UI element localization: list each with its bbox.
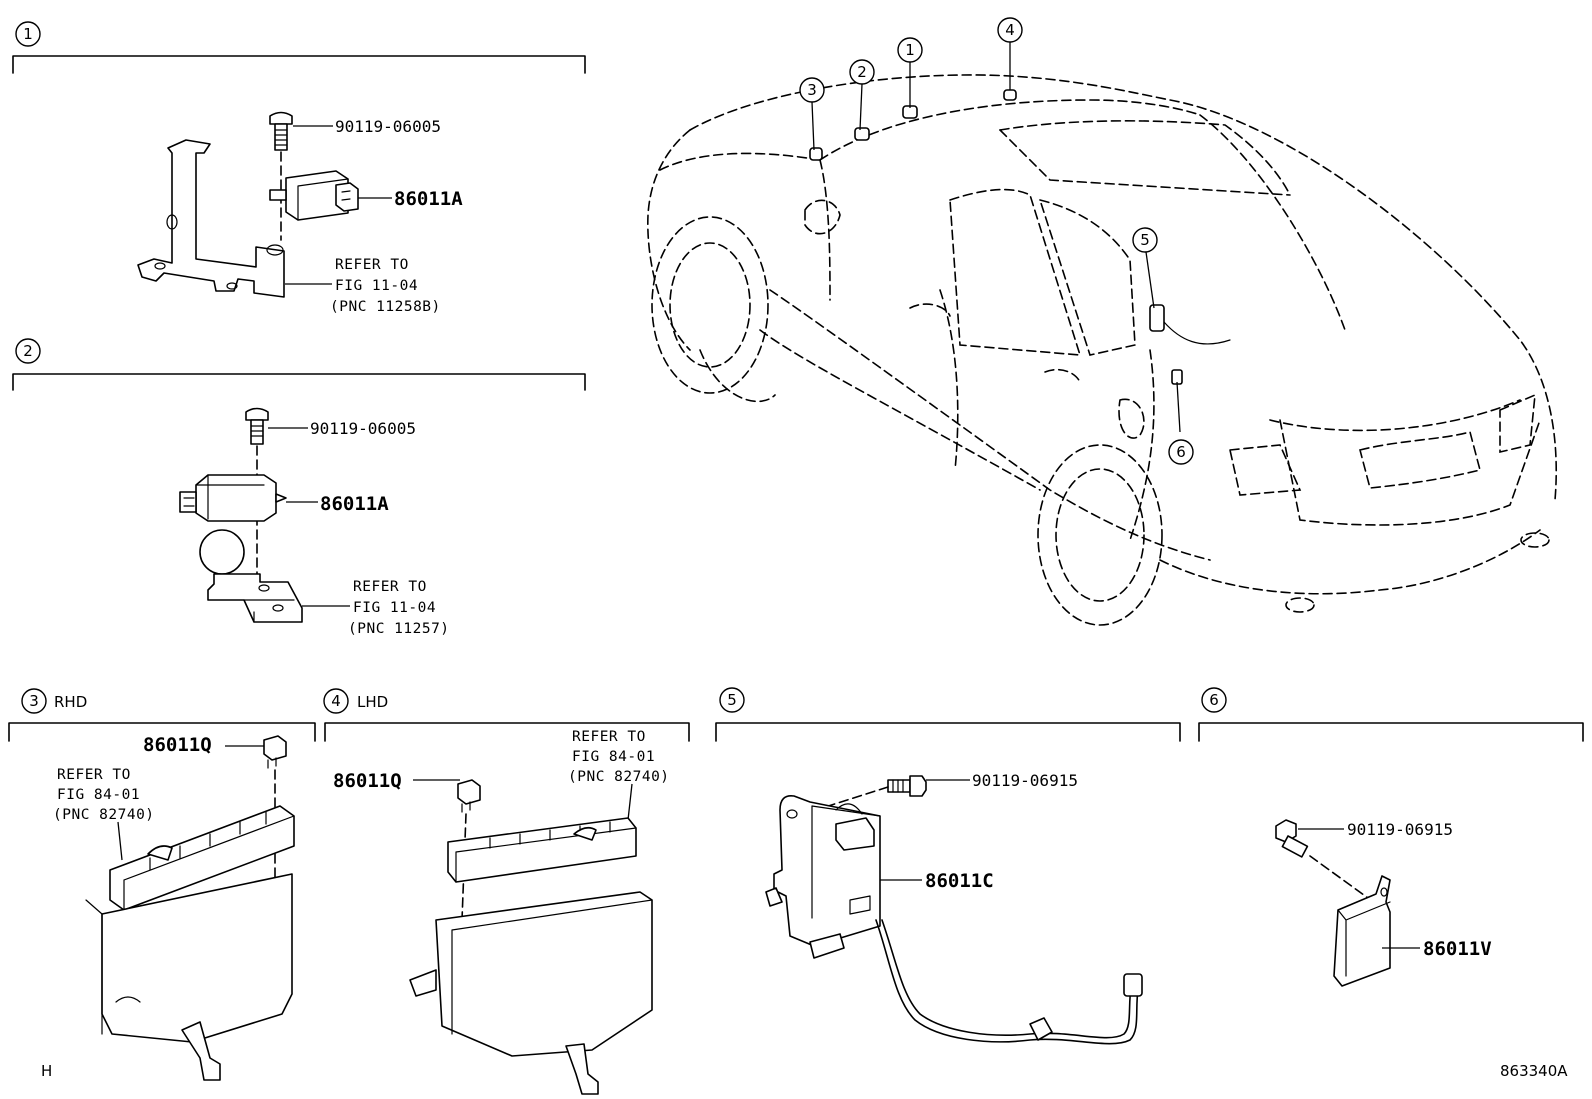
leader-line [117, 821, 123, 861]
car-callout-3: 3 [799, 77, 825, 103]
footer-code: H [41, 1062, 52, 1080]
section-4: 4 LHD 86011Q REFER TO FIG 84-01 (PNC 827… [323, 688, 690, 1095]
section-2-bracket [12, 373, 586, 391]
part-number-label: 86011A [394, 188, 463, 210]
section-1-number: 1 [23, 25, 33, 43]
svg-text:(PNC 82740): (PNC 82740) [568, 769, 670, 785]
bolt-icon [269, 111, 293, 151]
car-outline-icon [647, 74, 1558, 626]
clip-icon [457, 779, 481, 813]
bolt-icon [887, 775, 927, 797]
section-2: 2 90119-06005 86011A REFER [12, 338, 586, 637]
part-number-label: 86011A [320, 493, 389, 515]
relay-block-icon [109, 805, 295, 911]
yaw-sensor-icon [765, 794, 881, 959]
car-callout-leaders [811, 42, 1181, 433]
svg-text:(PNC 11258B): (PNC 11258B) [330, 299, 441, 315]
svg-text:4: 4 [331, 692, 341, 710]
svg-text:6: 6 [1176, 443, 1186, 461]
component-markers [809, 89, 1231, 385]
junction-box-icon [409, 891, 653, 1095]
section-5-callout: 5 [719, 687, 745, 713]
car-callout-2: 2 [849, 59, 875, 85]
sensor-icon [179, 474, 287, 522]
section-2-number: 2 [23, 342, 33, 360]
section-2-callout: 2 [15, 338, 41, 364]
relay-block-icon [447, 817, 637, 883]
svg-text:4: 4 [1005, 21, 1015, 39]
bolt-icon [1275, 819, 1309, 858]
wire-harness-icon [875, 919, 1143, 1045]
svg-text:REFER TO: REFER TO [335, 257, 409, 273]
vehicle-overview: 3 2 1 4 5 6 [647, 17, 1558, 626]
svg-text:FIG 84-01: FIG 84-01 [572, 749, 655, 765]
section-1-bracket [12, 55, 586, 74]
svg-text:6: 6 [1209, 691, 1219, 709]
svg-text:FIG 11-04: FIG 11-04 [335, 278, 418, 294]
section-1: 1 90119-06005 86011A [12, 21, 586, 315]
section-3-bracket [8, 722, 316, 742]
reference-note: REFER TO FIG 84-01 (PNC 82740) [568, 729, 670, 785]
svg-text:REFER TO: REFER TO [353, 579, 427, 595]
svg-text:(PNC 11257): (PNC 11257) [348, 621, 450, 637]
section-1-callout: 1 [15, 21, 41, 47]
section-6-callout: 6 [1201, 687, 1227, 713]
leader-line [627, 783, 633, 821]
part-number-label: 90119-06005 [335, 117, 441, 136]
svg-text:(PNC 82740): (PNC 82740) [53, 807, 155, 823]
bracket-icon [199, 529, 303, 623]
section-4-variant: LHD [357, 693, 388, 711]
part-number-label: 90119-06915 [972, 771, 1078, 790]
sensor-icon [269, 170, 359, 221]
part-number-label: 86011Q [333, 770, 402, 792]
section-3: 3 RHD 86011Q REFER TO FIG 84-01 (PNC 827… [8, 688, 316, 1081]
clip-icon [263, 735, 287, 769]
section-3-callout: 3 [21, 688, 47, 714]
svg-text:FIG 11-04: FIG 11-04 [353, 600, 436, 616]
svg-text:5: 5 [727, 691, 737, 709]
bolt-icon [245, 407, 269, 445]
bracket-icon [137, 139, 285, 298]
section-6-bracket [1198, 722, 1584, 742]
svg-text:FIG 84-01: FIG 84-01 [57, 787, 140, 803]
assembly-line [461, 813, 467, 921]
junction-box-icon [85, 873, 293, 1081]
section-5: 5 90119-06915 86011C [715, 687, 1181, 1045]
part-number-label: 86011C [925, 870, 994, 892]
car-callout-5: 5 [1132, 227, 1158, 253]
svg-text:REFER TO: REFER TO [57, 767, 131, 783]
section-6: 6 90119-06915 86011V [1198, 687, 1584, 987]
part-number-label: 86011Q [143, 734, 212, 756]
svg-text:3: 3 [29, 692, 39, 710]
part-number-label: 90119-06915 [1347, 820, 1453, 839]
svg-text:3: 3 [807, 81, 817, 99]
reference-note: REFER TO FIG 11-04 (PNC 11257) [348, 579, 450, 637]
car-callout-6: 6 [1168, 439, 1194, 465]
section-5-bracket [715, 722, 1181, 742]
svg-text:2: 2 [857, 63, 867, 81]
svg-text:1: 1 [905, 41, 915, 59]
car-callout-1: 1 [897, 37, 923, 63]
reference-note: REFER TO FIG 84-01 (PNC 82740) [53, 767, 155, 823]
reference-note: REFER TO FIG 11-04 (PNC 11258B) [330, 257, 441, 315]
svg-text:5: 5 [1140, 231, 1150, 249]
section-4-bracket [324, 722, 690, 742]
sensor-icon [1333, 875, 1391, 987]
svg-text:REFER TO: REFER TO [572, 729, 646, 745]
car-callout-4: 4 [997, 17, 1023, 43]
part-number-label: 90119-06005 [310, 419, 416, 438]
illustration-number: 863340A [1500, 1062, 1568, 1080]
section-4-callout: 4 [323, 688, 349, 714]
section-3-variant: RHD [54, 693, 87, 711]
part-number-label: 86011V [1423, 938, 1492, 960]
assembly-line [1309, 855, 1369, 899]
